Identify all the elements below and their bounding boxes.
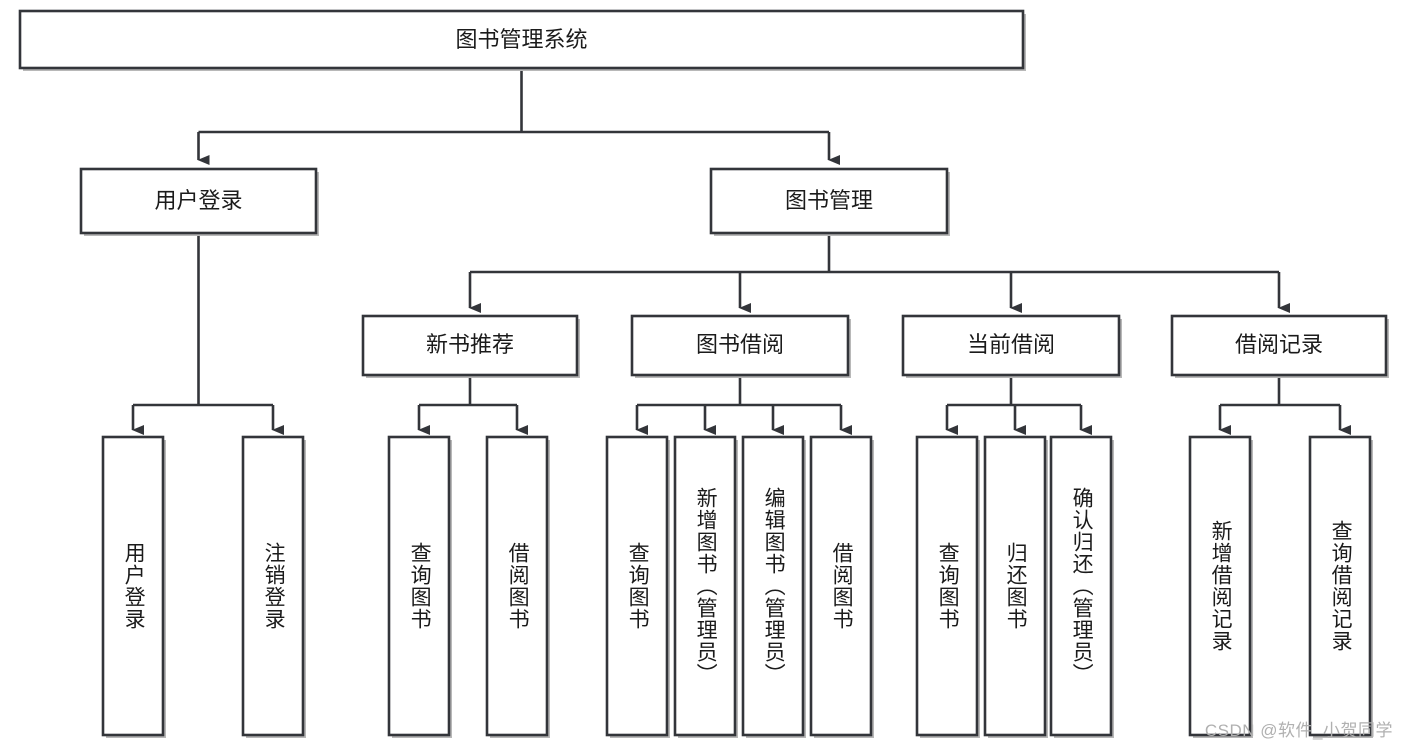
node-book-management[interactable]: 图书管理 xyxy=(709,167,950,236)
node-label: 用户登录 xyxy=(154,188,242,213)
node-label: 当前借阅 xyxy=(967,332,1055,357)
leaf-node-query-borrow-record[interactable] xyxy=(1308,435,1373,738)
node-rect xyxy=(241,435,305,737)
node-rect xyxy=(1170,314,1388,377)
leaf-node-user-login[interactable] xyxy=(101,435,166,738)
node-rect xyxy=(605,435,669,737)
node-rect xyxy=(1308,435,1372,737)
node-rect xyxy=(387,435,451,737)
leaf-node-logout[interactable] xyxy=(241,435,306,738)
leaf-node-borrow-book-newbook[interactable] xyxy=(485,435,550,738)
node-rect xyxy=(983,435,1047,737)
node-label: 图书借阅 xyxy=(696,332,784,357)
node-rect xyxy=(915,435,979,737)
node-rect xyxy=(709,167,949,235)
node-rect xyxy=(630,314,850,377)
node-rect xyxy=(361,314,579,377)
node-label: 新书推荐 xyxy=(426,332,514,357)
node-rect xyxy=(18,9,1025,70)
node-borrow-records[interactable]: 借阅记录 xyxy=(1170,314,1389,378)
node-rect xyxy=(1188,435,1252,737)
node-label: 借阅记录 xyxy=(1235,332,1323,357)
leaf-node-return-book[interactable] xyxy=(983,435,1048,738)
leaf-node-query-book-newbook[interactable] xyxy=(387,435,452,738)
node-rect xyxy=(1049,435,1113,737)
watermark-text: CSDN @软件_小贺同学 xyxy=(1204,721,1393,740)
leaf-node-add-book-admin[interactable] xyxy=(673,435,738,738)
node-label: 图书管理 xyxy=(785,188,873,213)
leaf-node-add-borrow-record[interactable] xyxy=(1188,435,1253,738)
node-rect xyxy=(485,435,549,737)
node-label: 图书管理系统 xyxy=(455,27,587,52)
node-new-book-recommendation[interactable]: 新书推荐 xyxy=(361,314,580,378)
leaf-node-query-book-current[interactable] xyxy=(915,435,980,738)
node-rect xyxy=(809,435,873,737)
connector-layer xyxy=(131,68,1351,435)
leaf-node-borrow-book[interactable] xyxy=(809,435,874,738)
leaf-node-confirm-return-admin[interactable] xyxy=(1049,435,1114,738)
node-user-login[interactable]: 用户登录 xyxy=(79,167,319,236)
node-rect xyxy=(101,435,165,737)
node-rect xyxy=(673,435,737,737)
node-root-book-management-system[interactable]: 图书管理系统 xyxy=(18,9,1026,71)
node-rect xyxy=(79,167,318,235)
node-rect xyxy=(901,314,1121,377)
leaf-node-edit-book-admin[interactable] xyxy=(741,435,806,738)
leaf-node-query-book-borrow[interactable] xyxy=(605,435,670,738)
node-current-borrow[interactable]: 当前借阅 xyxy=(901,314,1122,378)
node-rect xyxy=(741,435,805,737)
node-book-borrow[interactable]: 图书借阅 xyxy=(630,314,851,378)
